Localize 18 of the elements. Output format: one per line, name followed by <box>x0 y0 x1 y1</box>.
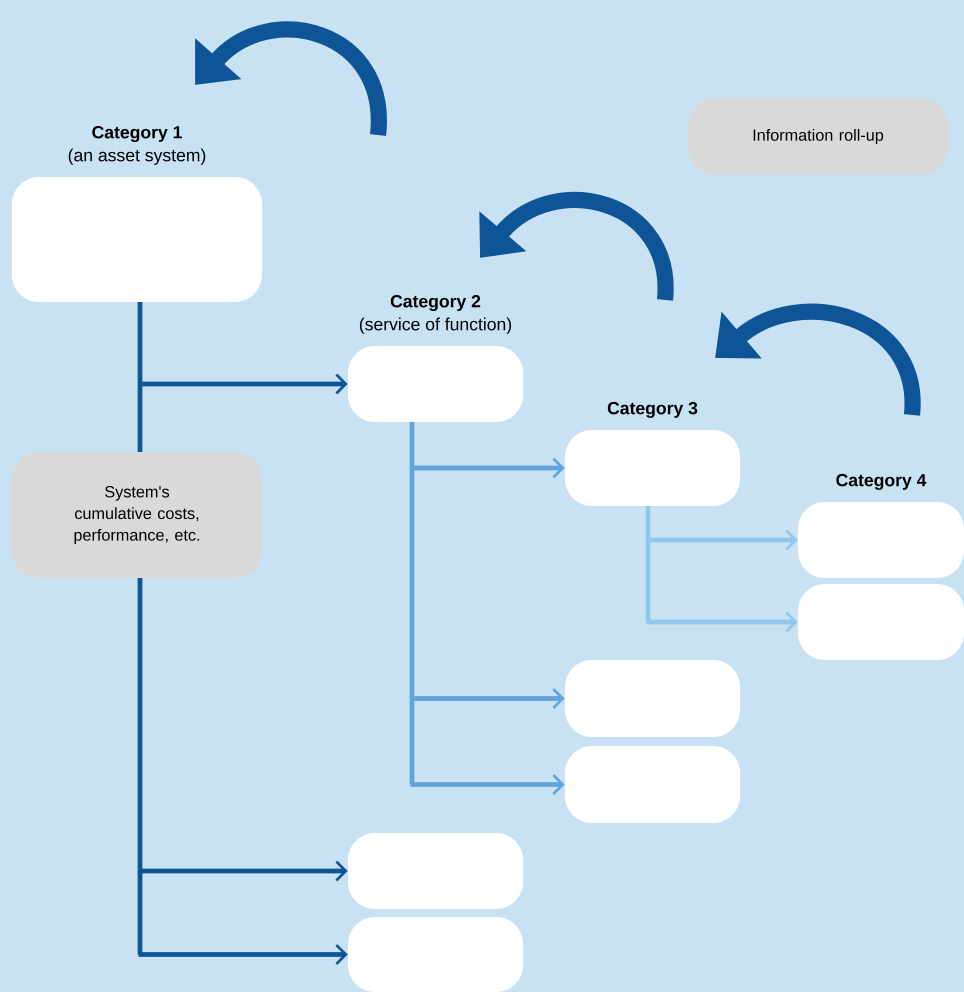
category-heading: Category 1 (an asset system) <box>68 126 206 165</box>
category-heading: Category 2 (service of function) <box>360 295 512 334</box>
note-box: System's cumulative costs, performance, etc. <box>12 452 262 578</box>
rounded-box <box>565 660 740 737</box>
rounded-box <box>348 833 523 909</box>
connector-trunk <box>646 506 650 622</box>
connector-trunk <box>138 302 142 452</box>
arrow <box>410 774 565 795</box>
arrow <box>138 944 348 965</box>
connector-trunk <box>138 578 142 954</box>
category-heading: Category 4 <box>836 474 926 490</box>
rounded-box <box>565 746 740 823</box>
note-box: Information roll-up <box>688 98 948 175</box>
arrow <box>646 612 798 632</box>
connector-trunk <box>410 422 414 784</box>
category-heading: Category 3 <box>608 402 698 418</box>
rounded-box <box>798 584 964 660</box>
rounded-box <box>348 917 523 992</box>
